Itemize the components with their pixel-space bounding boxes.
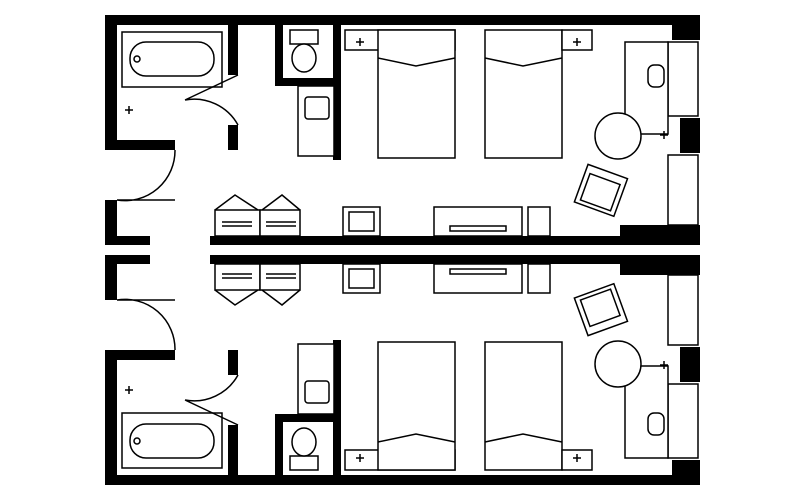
room-bottom xyxy=(104,254,701,486)
room-top xyxy=(104,14,701,246)
